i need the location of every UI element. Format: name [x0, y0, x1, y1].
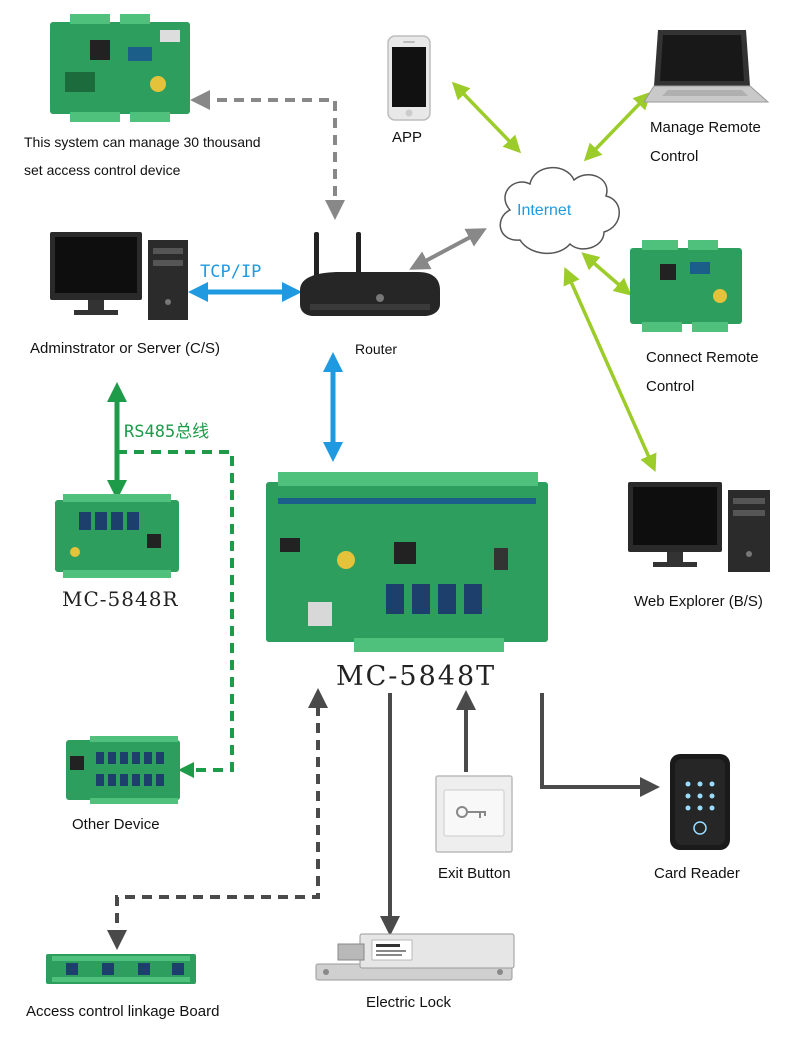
link-web-explorer-internet [563, 267, 657, 472]
manage-capacity-line1: This system can manage 30 thousand [24, 134, 261, 150]
admin-label: Adminstrator or Server (C/S) [30, 340, 220, 357]
desktop-pc-icon [50, 232, 188, 320]
link-connect-remote-internet [581, 252, 632, 296]
tcpip-label: TCP/IP [200, 262, 261, 282]
manage-capacity-line2: set access control device [24, 162, 181, 178]
controller-board-icon [66, 736, 180, 804]
rs485-label: RS485总线 [124, 422, 209, 442]
controller-board-icon [266, 472, 548, 652]
link-app-internet [451, 81, 522, 154]
manage-remote-label-line2: Control [650, 148, 698, 165]
router-icon [300, 232, 440, 316]
linkage-board-label: Access control linkage Board [26, 1003, 219, 1020]
connect-remote-label-line1: Connect Remote [646, 349, 759, 366]
other-device-label: Other Device [72, 816, 160, 833]
app-label: APP [392, 129, 422, 146]
controller-board-icon [50, 14, 190, 122]
connectors [107, 81, 660, 950]
desktop-pc-icon [628, 482, 770, 572]
link-router-internet [409, 228, 487, 270]
internet-label: Internet [517, 202, 572, 219]
web-explorer-label: Web Explorer (B/S) [634, 593, 763, 610]
dashed-link-linkage-board [107, 688, 328, 950]
controller-board-icon [55, 494, 179, 578]
exit-button-label: Exit Button [438, 865, 511, 882]
smartphone-icon [387, 35, 431, 121]
mc5848r-label: MC-5848R [62, 587, 179, 611]
electric-lock-icon [315, 933, 515, 981]
cloud-icon [499, 166, 620, 255]
card-reader-label: Card Reader [654, 865, 740, 882]
connect-remote-label-line2: Control [646, 378, 694, 395]
dashed-link-top-controller [190, 90, 345, 220]
link-card-reader [540, 693, 660, 797]
link-manage-remote-internet [583, 91, 652, 162]
electric-lock-label: Electric Lock [366, 994, 452, 1011]
mc5848t-label: MC-5848T [336, 661, 496, 692]
controller-board-icon [630, 240, 742, 332]
manage-remote-label-line1: Manage Remote [650, 119, 761, 136]
dashed-link-other-device [117, 450, 234, 778]
router-label: Router [355, 341, 397, 357]
exit-button-icon [435, 775, 513, 853]
linkage-board-icon [46, 954, 196, 984]
laptop-icon [643, 30, 770, 103]
card-reader-icon [670, 754, 730, 850]
